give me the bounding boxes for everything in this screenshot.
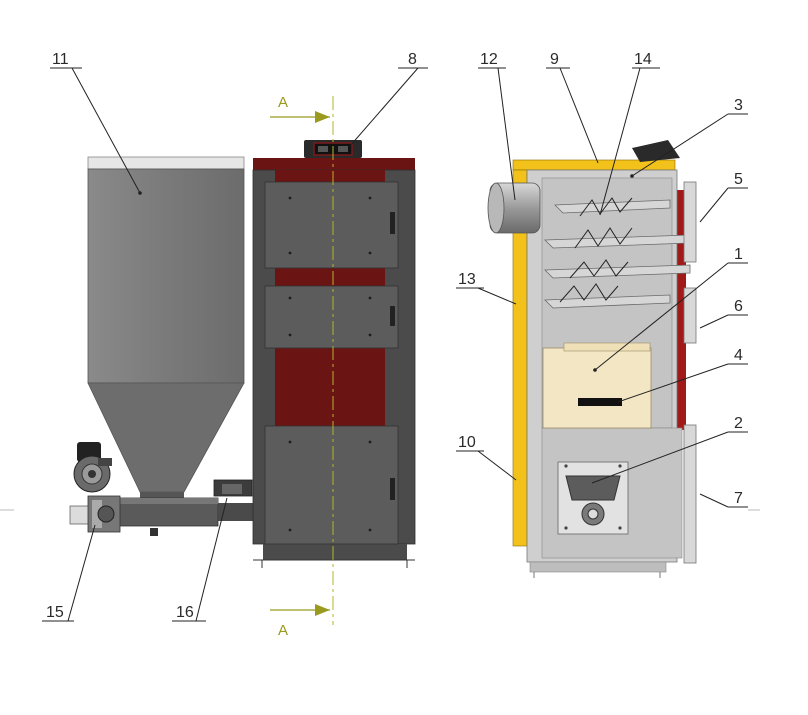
boiler-section xyxy=(487,140,697,578)
callout-2: 2 xyxy=(734,415,743,432)
callout-12: 12 xyxy=(480,51,498,68)
callout-5: 5 xyxy=(734,171,743,188)
callout-14: 14 xyxy=(634,51,652,68)
section-label-top: A xyxy=(278,94,288,111)
callout-16: 16 xyxy=(176,604,194,621)
callout-labels: 11 8 15 16 12 9 14 3 5 1 13 6 4 2 10 7 xyxy=(46,51,743,621)
callout-6: 6 xyxy=(734,298,743,315)
feeder-screw xyxy=(117,479,254,536)
section-label-bottom: A xyxy=(278,622,288,639)
callout-9: 9 xyxy=(550,51,559,68)
motor-icon xyxy=(73,442,112,493)
callout-13: 13 xyxy=(458,271,476,288)
callout-1: 1 xyxy=(734,246,743,263)
arrow-right-icon xyxy=(315,111,330,123)
callout-11: 11 xyxy=(52,51,69,68)
arrow-right-icon xyxy=(315,604,330,616)
boiler-body xyxy=(252,158,416,568)
callout-3: 3 xyxy=(734,97,743,114)
section-line xyxy=(270,96,334,625)
burner xyxy=(69,495,121,533)
callout-15: 15 xyxy=(46,604,64,621)
callout-10: 10 xyxy=(458,434,476,451)
callout-8: 8 xyxy=(408,51,417,68)
callout-7: 7 xyxy=(734,490,743,507)
hopper xyxy=(87,156,245,500)
callout-leaders xyxy=(42,67,748,622)
callout-4: 4 xyxy=(734,347,743,364)
